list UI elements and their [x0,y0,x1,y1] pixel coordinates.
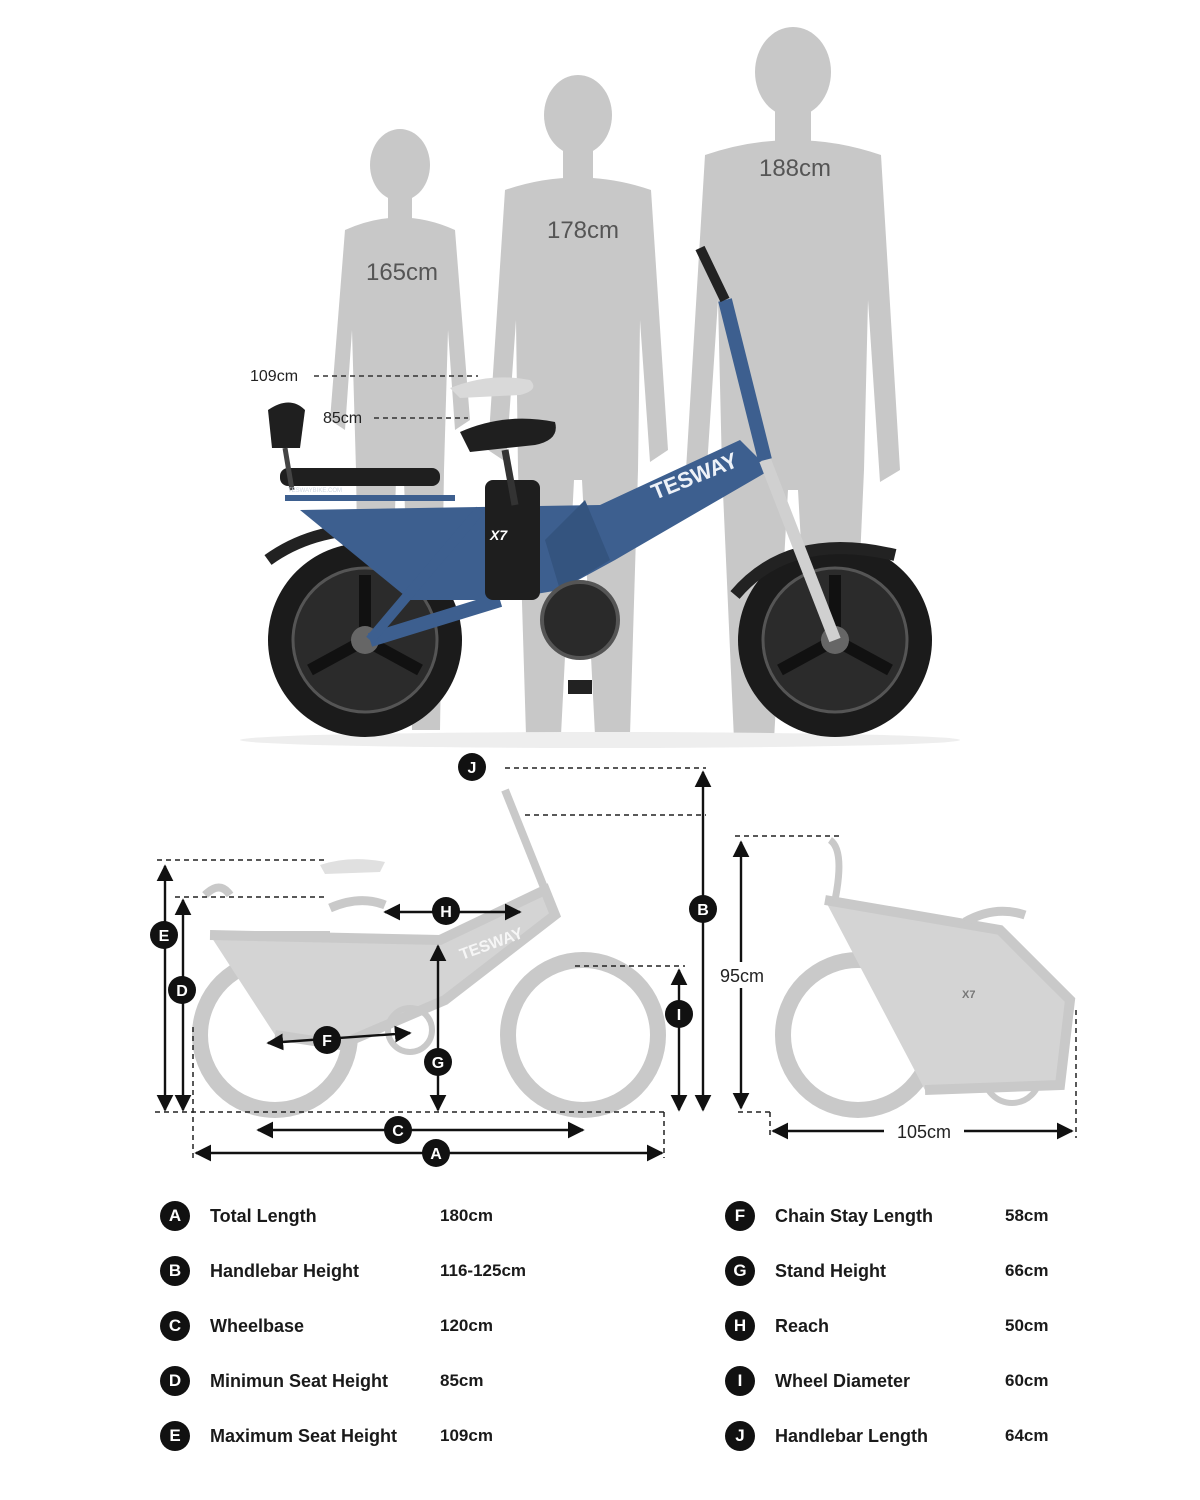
spec-label: Wheel Diameter [775,1370,911,1391]
svg-text:B: B [697,902,709,919]
marker-j: J [458,753,486,781]
spec-label: Wheelbase [210,1315,305,1336]
marker-h: H [432,897,460,925]
spec-value: 66cm [1005,1261,1049,1280]
marker-i: I [665,1000,693,1028]
size-comparison-illustration: 165cm 178cm 188cm 109cm 85cm [240,27,960,748]
spec-label: Stand Height [775,1260,886,1281]
frame-model-text: X7 [489,527,508,543]
spec-letter-badge: G [725,1256,755,1286]
spec-value: 120cm [440,1316,493,1335]
spec-letter-badge: A [160,1201,190,1231]
spec-label: Chain Stay Length [775,1205,934,1226]
spec-letter-badge: J [725,1421,755,1451]
svg-text:J: J [468,760,477,777]
person-height-188: 188cm [759,155,831,182]
spec-letter-badge: C [160,1311,190,1341]
svg-text:D: D [176,983,188,1000]
spec-letter-badge: D [160,1366,190,1396]
dimension-diagram: TESWAY X7 95cm [150,753,1077,1167]
spec-row-f: F Chain Stay Length 58cm [725,1200,1125,1232]
spec-value: 64cm [1005,1426,1049,1445]
spec-row-a: A Total Length 180cm [160,1200,560,1232]
spec-value: 85cm [440,1371,484,1390]
marker-g: G [424,1048,452,1076]
spec-value: 58cm [1005,1206,1049,1225]
svg-text:A: A [430,1146,442,1163]
svg-text:G: G [432,1055,444,1072]
spec-label: Total Length [210,1205,317,1226]
spec-row-i: I Wheel Diameter 60cm [725,1365,1125,1397]
marker-d: D [168,976,196,1004]
marker-e: E [150,921,178,949]
svg-text:E: E [159,928,170,945]
folded-height-label: 95cm [720,966,764,986]
spec-row-b: B Handlebar Height 116-125cm [160,1255,560,1287]
svg-text:C: C [392,1123,404,1140]
spec-label: Handlebar Length [775,1425,929,1446]
ghost-bike-raised-seat [320,859,385,874]
marker-f: F [313,1026,341,1054]
spec-label: Reach [775,1315,830,1336]
spec-value: 50cm [1005,1316,1049,1335]
spec-letter-badge: H [725,1311,755,1341]
raised-seat-ghost [450,377,534,398]
marker-c: C [384,1116,412,1144]
spec-row-d: D Minimun Seat Height 85cm [160,1365,560,1397]
svg-text:I: I [677,1007,681,1024]
spec-letter-badge: F [725,1201,755,1231]
max-seat-height-label: 109cm [250,368,298,385]
spec-row-g: G Stand Height 66cm [725,1255,1125,1287]
spec-label: Handlebar Height [210,1260,360,1281]
spec-letter-badge: I [725,1366,755,1396]
spec-value: 60cm [1005,1371,1049,1390]
ebike-photo: TESWAY X7 TESWAYBIKE.COM [240,245,960,748]
spec-row-e: E Maximum Seat Height 109cm [160,1420,560,1452]
min-seat-height-label: 85cm [323,410,362,427]
rack-text: TESWAYBIKE.COM [288,488,342,494]
marker-b: B [689,895,717,923]
ghost-bike-folded [775,837,1076,1118]
folded-model-text: X7 [962,989,975,1001]
spec-letter-badge: B [160,1256,190,1286]
spec-row-c: C Wheelbase 120cm [160,1310,560,1342]
person-height-178: 178cm [547,217,619,244]
spec-value: 180cm [440,1206,493,1225]
folded-length-label: 105cm [897,1122,951,1142]
spec-row-h: H Reach 50cm [725,1310,1125,1342]
spec-label: Maximum Seat Height [210,1425,398,1446]
spec-label: Minimun Seat Height [210,1370,389,1391]
person-height-165: 165cm [366,259,438,286]
spec-value: 116-125cm [440,1261,527,1280]
spec-value: 109cm [440,1426,493,1445]
spec-letter-badge: E [160,1421,190,1451]
svg-text:H: H [440,904,452,921]
marker-a: A [422,1139,450,1167]
spec-row-j: J Handlebar Length 64cm [725,1420,1125,1452]
dimension-guides [155,767,1077,1158]
svg-text:F: F [322,1033,332,1050]
